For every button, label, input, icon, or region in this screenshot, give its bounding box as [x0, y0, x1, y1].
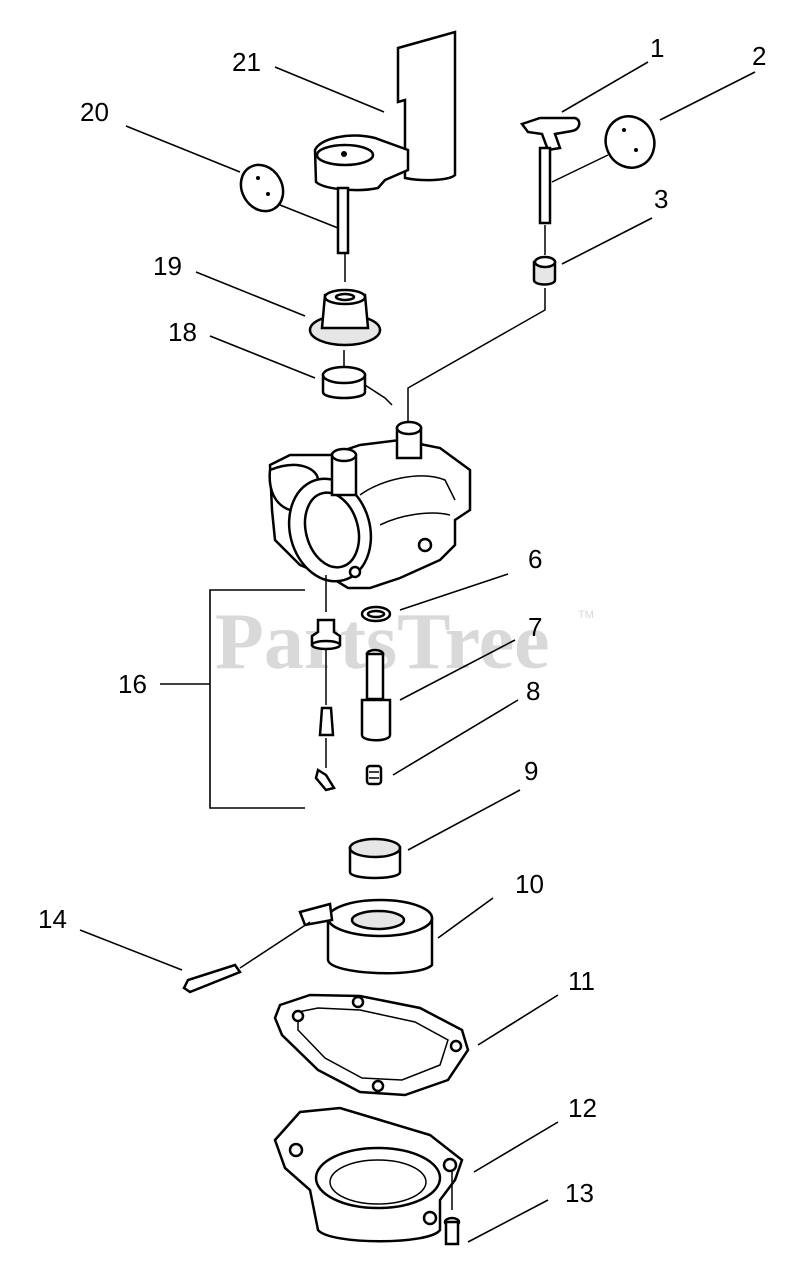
callout-10: 10: [515, 869, 544, 899]
throttle-shaft-guide-line: [407, 288, 546, 425]
part-11-gasket: [273, 993, 470, 1097]
callout-1: 1: [650, 33, 664, 63]
callout-13: 13: [565, 1178, 594, 1208]
part-3-bushing: [532, 255, 557, 286]
part-21-choke-shaft: [313, 30, 457, 255]
callout-7: 7: [528, 612, 542, 642]
callout-21: 21: [232, 47, 261, 77]
callout-2: 2: [752, 41, 766, 71]
part-10-float: [298, 898, 434, 975]
part-18-bushing: [321, 365, 393, 406]
part-13-bolt: [443, 1172, 461, 1246]
part-9-plug: [348, 837, 402, 880]
part-1-throttle-shaft: [519, 116, 581, 225]
callout-19: 19: [153, 251, 182, 281]
part-12-float-bowl: [273, 1106, 464, 1243]
callout-labels: 1 2 3 6 7 8 9 10 11 12 13 14 16 18 19 20…: [38, 33, 766, 1208]
part-2-throttle-plate: [604, 115, 656, 169]
callout-20: 20: [80, 97, 109, 127]
part-7-main-nozzle: [360, 648, 392, 742]
callout-8: 8: [526, 676, 540, 706]
part-8-jet: [365, 764, 383, 786]
part-16-needle-assembly: [310, 575, 342, 792]
callout-12: 12: [568, 1093, 597, 1123]
callout-11: 11: [568, 966, 595, 996]
callout-3: 3: [654, 184, 668, 214]
carburetor-body: [268, 420, 472, 590]
callout-18: 18: [168, 317, 197, 347]
leader-lines: [79, 61, 756, 1243]
watermark-tm: TM: [578, 609, 594, 621]
throttle-plate-guide-line: [551, 154, 609, 183]
part-14-hinge-pin: [182, 921, 311, 994]
part-19-gear: [308, 288, 382, 347]
part-6-oring: [360, 605, 392, 623]
callout-16-bracket: [209, 589, 305, 809]
choke-plate-guide-line: [279, 204, 339, 229]
callout-9: 9: [524, 756, 538, 786]
callout-6: 6: [528, 544, 542, 574]
callout-16: 16: [118, 669, 147, 699]
callout-14: 14: [38, 904, 67, 934]
part-20-choke-plate: [239, 163, 285, 213]
